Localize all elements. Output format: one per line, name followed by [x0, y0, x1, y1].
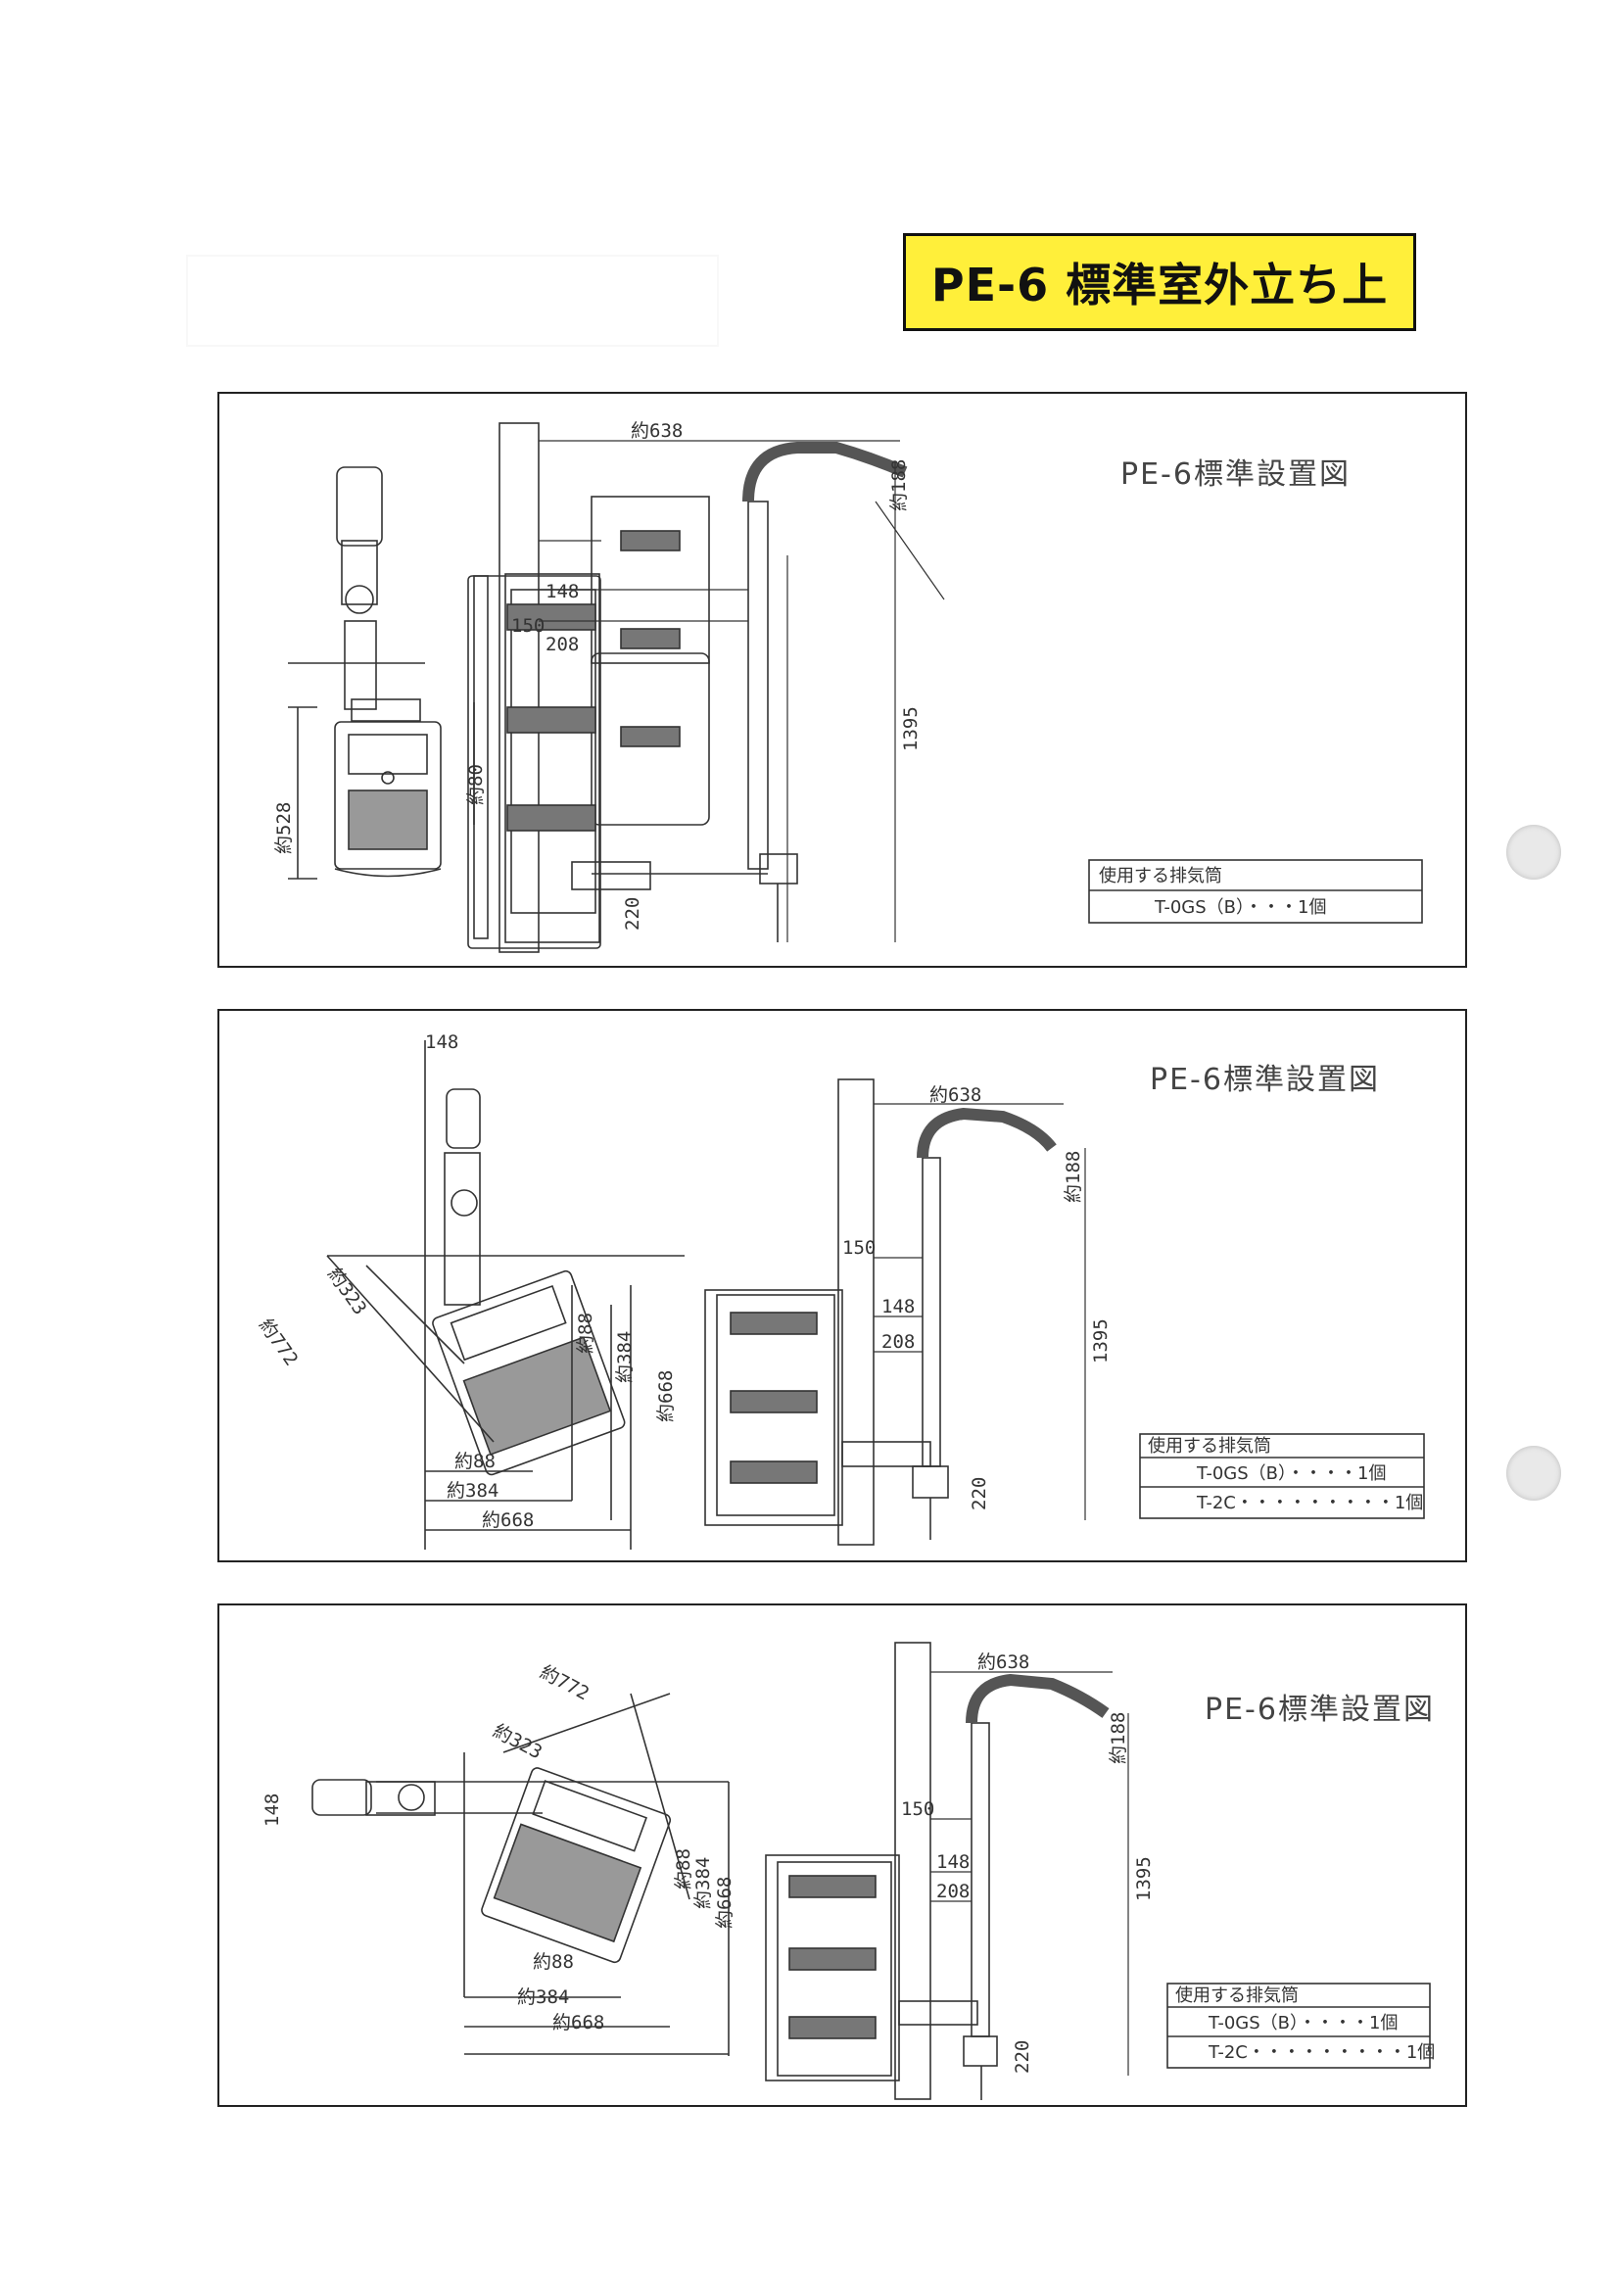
- dim-dist-b-2: 208: [881, 1331, 915, 1353]
- dim-dist-a-2: 148: [881, 1296, 915, 1317]
- punch-hole-2: [1506, 1446, 1561, 1501]
- dim-wall: 150: [511, 615, 545, 637]
- drawing-panel-1: 約528 約80 約638 約188 1395 15: [217, 392, 1467, 968]
- dim-top-width: 約638: [631, 420, 683, 442]
- dim-dist-a-3: 148: [936, 1851, 970, 1873]
- plan-view-heater: [326, 1040, 685, 1550]
- dim-pipe-offset-2: 約188: [1063, 1151, 1084, 1203]
- dim-front-height: 約528: [273, 802, 295, 854]
- dim-plan-384h: 約384: [447, 1480, 498, 1502]
- dim-diag-b-3: 約772: [537, 1661, 593, 1704]
- dim-plan-88v-3: 約88: [673, 1848, 694, 1889]
- dim-diag-a: 約323: [323, 1264, 371, 1318]
- flue-table-2: 使用する排気筒 T-0GS（B）・・・・1個 T-2C・・・・・・・・・1個: [1139, 1433, 1425, 1519]
- dim-plan-668h: 約668: [482, 1509, 534, 1531]
- dim-plan-384v-3: 約384: [692, 1857, 714, 1909]
- page-title: PE-6 標準室外立ち上: [930, 259, 1389, 311]
- dim-pipe-offset: 約188: [888, 459, 910, 511]
- flue-table-row-2-1: T-0GS（B）・・・・1個: [1196, 1463, 1386, 1484]
- punch-hole-1: [1506, 825, 1561, 880]
- flue-table-row-2-2: T-2C・・・・・・・・・1個: [1196, 1493, 1423, 1513]
- dim-plan-668v-3: 約668: [714, 1877, 736, 1929]
- dim-front-side: 約80: [465, 764, 487, 805]
- dim-plan-88h: 約88: [454, 1451, 496, 1472]
- flue-table-row-3-1: T-0GS（B）・・・・1個: [1208, 2013, 1398, 2033]
- drawing-title-1: PE-6標準設置図: [1120, 457, 1351, 492]
- dim-bottom-3: 220: [1012, 2040, 1033, 2074]
- dim-wall-3: 150: [901, 1798, 934, 1820]
- dimension-lines: [539, 440, 945, 942]
- dim-plan-top: 148: [425, 1031, 458, 1053]
- dim-height: 1395: [900, 706, 922, 751]
- dim-bottom: 220: [622, 897, 643, 931]
- dim-plan-88h-3: 約88: [533, 1951, 574, 1973]
- drawing-panel-2: 148 約323 約772 約88 約384 約668 約88 約384 約66…: [217, 1009, 1467, 1562]
- dim-plan-668h-3: 約668: [552, 2012, 604, 2033]
- dim-dist-b: 208: [546, 634, 579, 655]
- dim-wall-2: 150: [842, 1237, 876, 1259]
- drawing-title-2: PE-6標準設置図: [1150, 1063, 1380, 1097]
- flue-table-3: 使用する排気筒 T-0GS（B）・・・・1個 T-2C・・・・・・・・・1個: [1166, 1983, 1435, 2069]
- drawing-title-3: PE-6標準設置図: [1205, 1693, 1435, 1727]
- page-title-badge: PE-6 標準室外立ち上: [903, 233, 1416, 331]
- dim-plan-384h-3: 約384: [517, 1986, 569, 2008]
- dim-height-3: 1395: [1133, 1856, 1155, 1901]
- dim-plan-left: 148: [261, 1794, 283, 1827]
- side-view-heater-2: [704, 1078, 1057, 1546]
- dim-diag-a-3: 約323: [490, 1720, 546, 1763]
- dim-dist-a: 148: [546, 581, 579, 602]
- flue-table-header-1: 使用する排気筒: [1099, 866, 1222, 886]
- flue-table-row-3-2: T-2C・・・・・・・・・1個: [1208, 2042, 1435, 2063]
- side-view-heater-3: [765, 1642, 1110, 2100]
- flue-table-header-2: 使用する排気筒: [1148, 1436, 1271, 1457]
- side-view-heater: [467, 422, 908, 953]
- dim-plan-88v: 約88: [575, 1313, 596, 1354]
- flue-table-row-1-1: T-0GS（B）・・・1個: [1154, 897, 1326, 918]
- drawing-panel-3: 148 約323 約772 約88 約384 約668 約88 約384 約66…: [217, 1603, 1467, 2107]
- dim-diag-b: 約772: [255, 1315, 303, 1369]
- dim-pipe-offset-3: 約188: [1108, 1712, 1129, 1764]
- flue-table-1: 使用する排気筒 T-0GS（B）・・・1個: [1088, 859, 1423, 924]
- dim-plan-384v: 約384: [614, 1331, 636, 1383]
- dim-top-width-3: 約638: [977, 1651, 1029, 1673]
- dimension-lines-3: [930, 1671, 1129, 2076]
- dim-top-width-2: 約638: [929, 1084, 981, 1106]
- dim-bottom-2: 220: [969, 1477, 990, 1510]
- flue-table-header-3: 使用する排気筒: [1175, 1985, 1299, 2006]
- faded-header-ghost: [186, 255, 719, 347]
- front-view-heater: [288, 466, 475, 880]
- dim-plan-668v: 約668: [655, 1370, 677, 1422]
- dimension-lines-2: [874, 1103, 1086, 1520]
- dim-dist-b-3: 208: [936, 1881, 970, 1902]
- dim-height-2: 1395: [1090, 1318, 1112, 1363]
- plan-view-heater-3: [311, 1693, 730, 2056]
